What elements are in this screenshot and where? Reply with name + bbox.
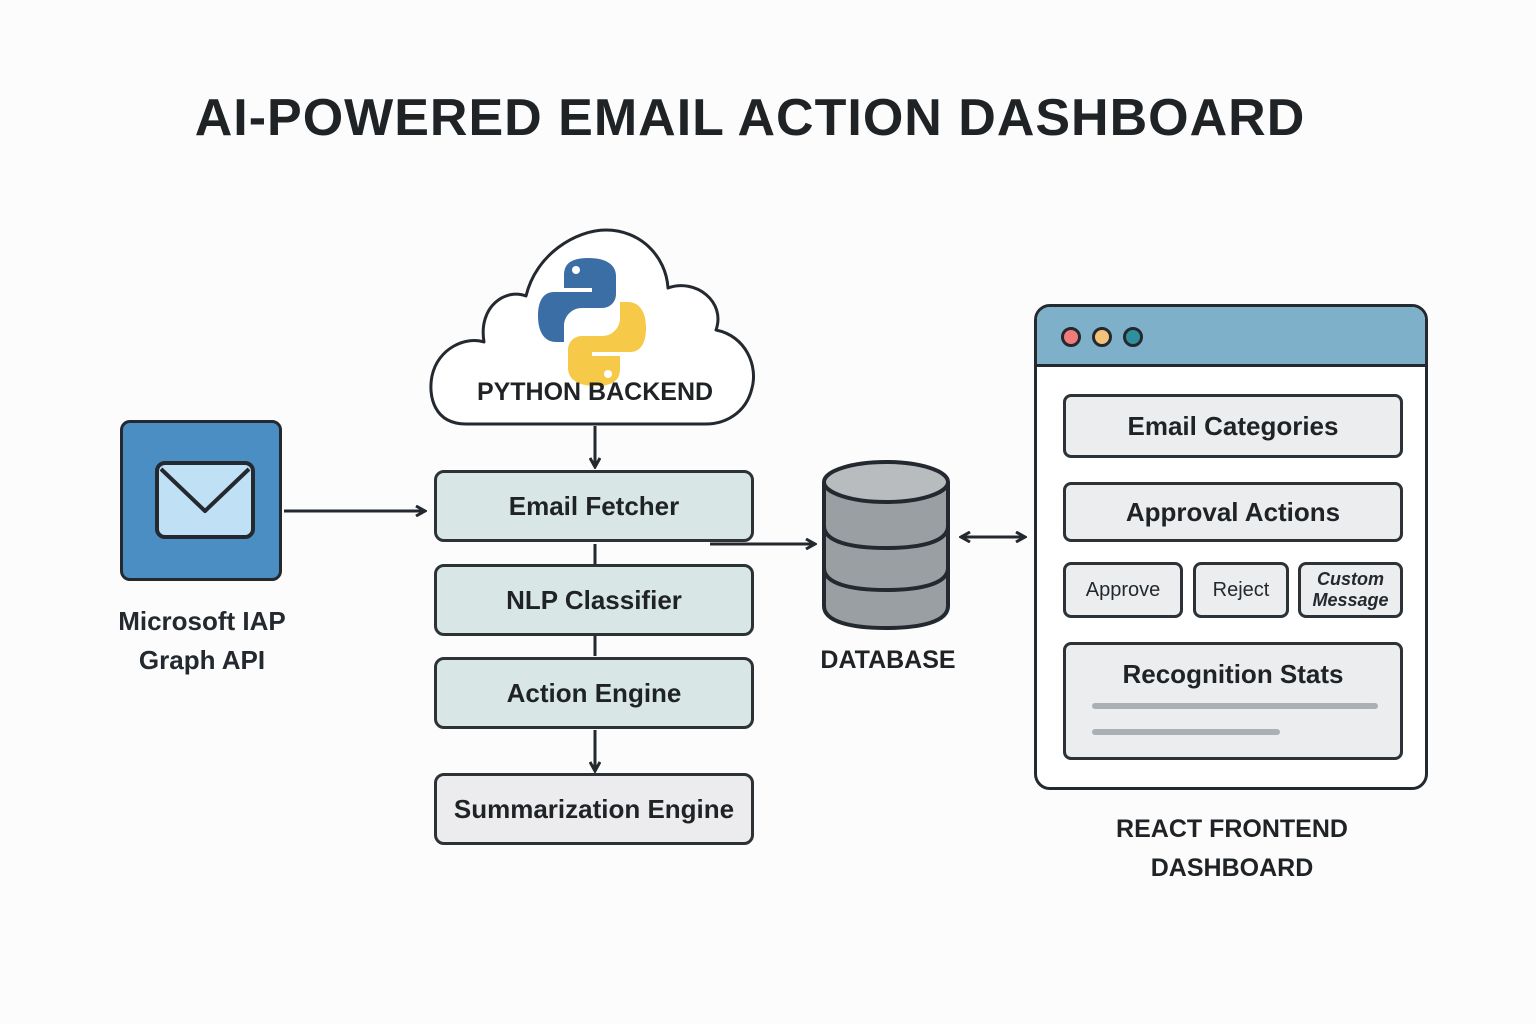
custom-message-button[interactable]: Custom Message [1298, 562, 1403, 618]
database-label: DATABASE [820, 646, 956, 674]
python-logo-icon [538, 258, 646, 386]
window-titlebar [1037, 307, 1425, 367]
panel-email-categories: Email Categories [1063, 394, 1403, 458]
reject-button[interactable]: Reject [1193, 562, 1289, 618]
window-close-dot [1061, 327, 1081, 347]
stats-bar-2 [1092, 729, 1280, 735]
source-label: Microsoft IAP Graph API [118, 606, 286, 675]
panel-approval-actions: Approval Actions [1063, 482, 1403, 542]
frontend-label: REACT FRONTEND DASHBOARD [1116, 815, 1348, 882]
cloud-shape [429, 228, 755, 426]
recognition-stats-title: Recognition Stats [1122, 659, 1344, 689]
stats-bar-1 [1092, 703, 1378, 709]
mail-source-tile [120, 420, 282, 581]
frontend-window: Email Categories Approval Actions Approv… [1034, 304, 1428, 790]
module-action-engine: Action Engine [434, 657, 754, 729]
window-maximize-dot [1123, 327, 1143, 347]
window-minimize-dot [1092, 327, 1112, 347]
module-summarization-engine: Summarization Engine [434, 773, 754, 845]
backend-label: PYTHON BACKEND [476, 378, 714, 406]
envelope-icon [155, 461, 255, 539]
database-cylinder-icon [822, 460, 950, 630]
module-email-fetcher: Email Fetcher [434, 470, 754, 542]
panel-recognition-stats: Recognition Stats [1063, 642, 1403, 760]
approve-button[interactable]: Approve [1063, 562, 1183, 618]
module-nlp-classifier: NLP Classifier [434, 564, 754, 636]
page-title: AI-POWERED EMAIL ACTION DASHBOARD [194, 89, 1306, 147]
